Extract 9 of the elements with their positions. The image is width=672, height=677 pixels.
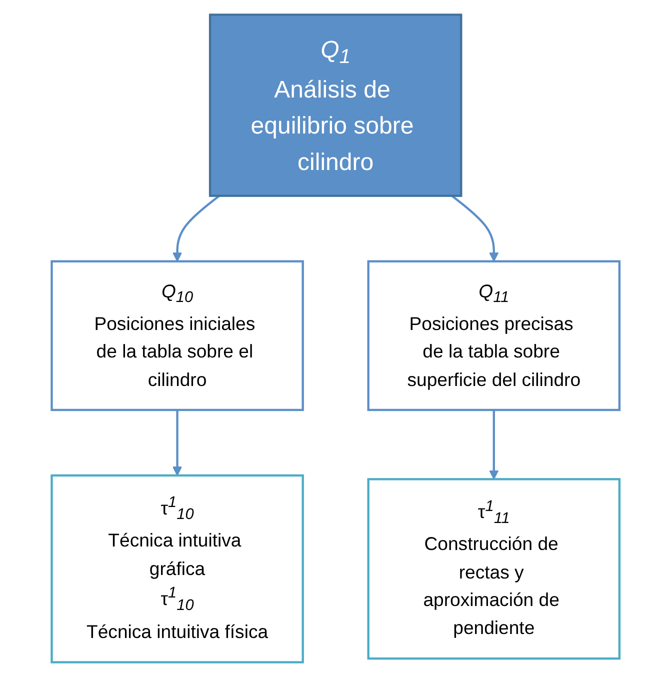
node-box: [368, 478, 621, 660]
arrow: [490, 410, 500, 480]
node-box: [51, 474, 304, 664]
node-box: [51, 260, 304, 412]
arrow: [452, 194, 500, 262]
arrow: [172, 194, 220, 262]
node-box: [209, 14, 463, 197]
node-box: [368, 260, 621, 412]
arrow: [172, 410, 182, 476]
